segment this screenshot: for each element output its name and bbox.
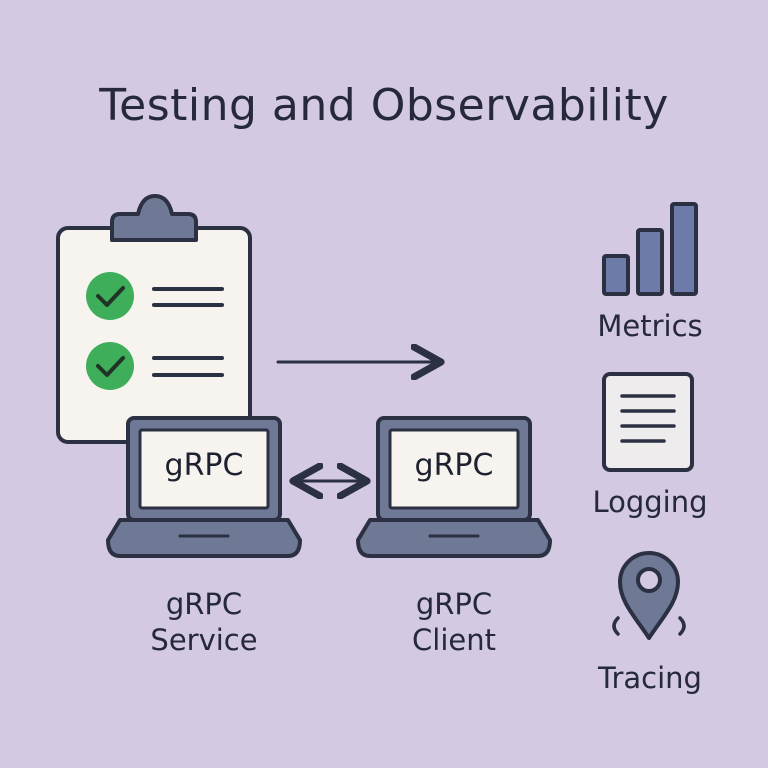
service-caption: gRPC Service bbox=[124, 586, 284, 658]
client-caption: gRPC Client bbox=[374, 586, 534, 658]
service-caption-line1: gRPC bbox=[165, 587, 243, 621]
check-icon bbox=[86, 342, 134, 390]
laptop-client-screen-text: gRPC bbox=[414, 448, 494, 483]
location-pin-icon bbox=[612, 551, 686, 640]
laptop-service-icon bbox=[106, 416, 302, 558]
document-lines-icon bbox=[602, 372, 694, 472]
tracing-label: Tracing bbox=[598, 661, 702, 695]
service-caption-line2: Service bbox=[150, 623, 258, 657]
metrics-label: Metrics bbox=[597, 309, 703, 343]
check-icon bbox=[86, 272, 134, 320]
client-caption-line2: Client bbox=[412, 623, 496, 657]
client-caption-line1: gRPC bbox=[415, 587, 493, 621]
diagram-title: Testing and Observability bbox=[99, 80, 669, 131]
laptop-service-screen-text: gRPC bbox=[164, 448, 244, 483]
logging-label: Logging bbox=[592, 485, 708, 519]
bar-chart-icon bbox=[602, 202, 698, 296]
laptop-client-icon bbox=[356, 416, 552, 558]
clipboard-checklist-icon bbox=[56, 194, 252, 444]
